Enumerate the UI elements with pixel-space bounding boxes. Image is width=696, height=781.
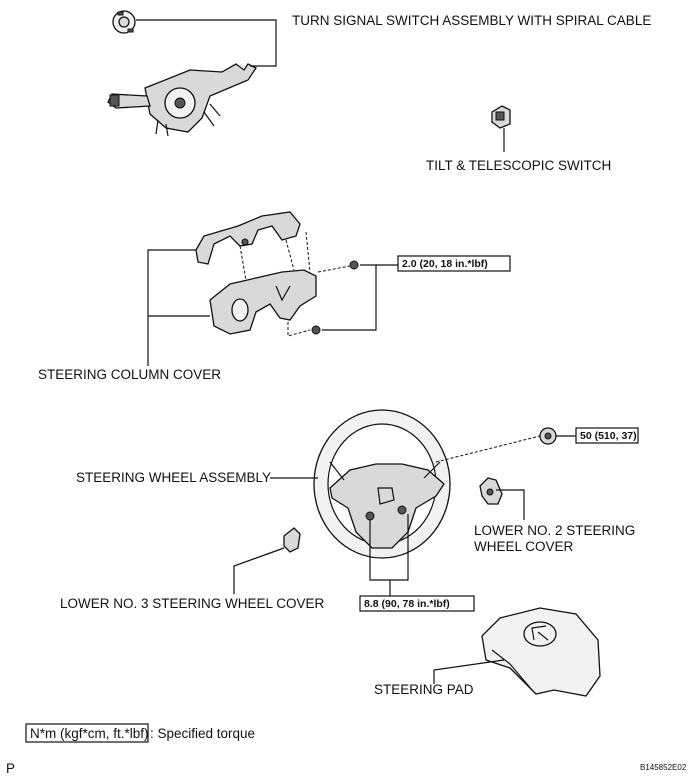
lower-no2-label-line1: LOWER NO. 2 STEERING bbox=[474, 523, 635, 538]
steering-column-cover-illustration bbox=[195, 211, 359, 337]
tilt-switch-label: TILT & TELESCOPIC SWITCH bbox=[426, 158, 611, 173]
column-cover-torque-leader bbox=[322, 264, 377, 331]
lower-no3-label: LOWER NO. 3 STEERING WHEEL COVER bbox=[60, 596, 325, 611]
wheel-screw-leader-line bbox=[369, 514, 409, 581]
lower-no3-cover-illustration bbox=[283, 527, 301, 553]
steering-pad-illustration bbox=[481, 607, 601, 697]
legend-unit: N*m (kgf*cm, ft.*lbf) bbox=[30, 726, 149, 741]
page-letter: P bbox=[6, 761, 15, 776]
wheel-screw-torque-box bbox=[359, 595, 475, 612]
column-cover-torque-value: 2.0 (20, 18 in.*lbf) bbox=[402, 258, 488, 270]
wheel-screw-torque-value: 8.8 (90, 78 in.*lbf) bbox=[364, 598, 450, 610]
lower-no2-leader-line bbox=[496, 489, 525, 520]
steering-pad-leader-line bbox=[433, 659, 505, 684]
turn-signal-label: TURN SIGNAL SWITCH ASSEMBLY WITH SPIRAL … bbox=[292, 13, 651, 28]
legend-description: : Specified torque bbox=[150, 726, 255, 741]
steering-pad-label: STEERING PAD bbox=[374, 682, 474, 697]
lower-no2-label-line2: WHEEL COVER bbox=[474, 539, 574, 554]
figure-code: B145852E02 bbox=[640, 763, 687, 772]
column-cover-label: STEERING COLUMN COVER bbox=[38, 367, 221, 382]
column-cover-leader-bracket bbox=[147, 249, 210, 366]
wheel-nut-torque-box bbox=[575, 427, 639, 444]
wheel-nut-torque-value: 50 (510, 37) bbox=[580, 430, 637, 442]
legend-torque-box bbox=[25, 723, 149, 743]
turn-signal-leader-line bbox=[136, 19, 277, 67]
lower-no3-leader-line bbox=[233, 547, 285, 594]
wheel-nut-illustration bbox=[539, 427, 557, 445]
tilt-telescopic-switch-illustration bbox=[491, 105, 511, 129]
column-cover-torque-box bbox=[397, 255, 511, 272]
steering-wheel-illustration bbox=[313, 409, 451, 559]
wheel-assembly-label: STEERING WHEEL ASSEMBLY bbox=[76, 470, 271, 485]
lower-no2-cover-illustration bbox=[479, 477, 503, 505]
turn-signal-switch-illustration bbox=[107, 10, 257, 137]
